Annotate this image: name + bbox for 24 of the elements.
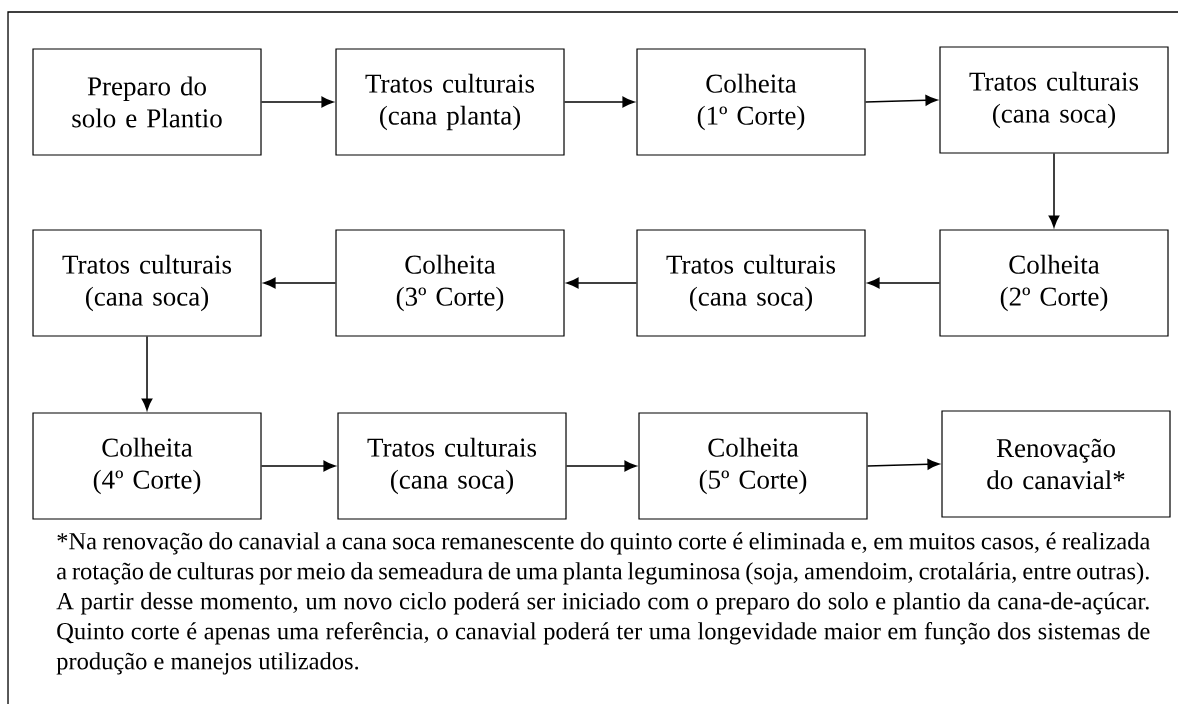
arrow — [260, 96, 334, 108]
process-box: Tratos culturais (cana planta) — [335, 48, 565, 156]
process-box: Tratos culturais (cana soca) — [32, 229, 262, 337]
arrow — [867, 277, 941, 289]
process-box: Tratos culturais (cana soca) — [939, 46, 1169, 154]
process-box: Colheita (5º Corte) — [638, 412, 868, 520]
process-box: Tratos culturais (cana soca) — [337, 412, 567, 520]
process-box: Colheita (1º Corte) — [636, 48, 866, 156]
arrow — [263, 277, 337, 289]
arrow — [864, 95, 938, 106]
arrow — [141, 335, 153, 411]
arrow — [1048, 152, 1060, 228]
arrow — [565, 460, 637, 472]
process-box: Colheita (3º Corte) — [335, 229, 565, 337]
process-box: Colheita (4º Corte) — [32, 412, 262, 520]
arrow — [866, 459, 940, 470]
process-box: Preparo do solo e Plantio — [32, 48, 262, 156]
process-box: Renovação do canavial* — [941, 410, 1171, 518]
footnote-text: *Na renovação do canavial a cana soca remanescente do quinto corte é eliminada e, em muitos casos, é realizada a rotação de culturas por meio da semeadura de uma planta leguminosa (soja, amendoim, crotalária, entre outras). A partir desse momento, um novo ciclo poderá ser iniciado com o preparo do solo e plantio da cana-de-açúcar. Quinto corte é apenas uma referência, o canavial poderá ter uma longevidade maior em função dos sistemas de produção e manejos utilizados. — [56, 532, 1150, 675]
arrow — [566, 277, 638, 289]
process-box: Tratos culturais (cana soca) — [636, 229, 866, 337]
arrow — [563, 96, 635, 108]
arrow — [260, 460, 336, 472]
process-box: Colheita (2º Corte) — [939, 229, 1169, 337]
